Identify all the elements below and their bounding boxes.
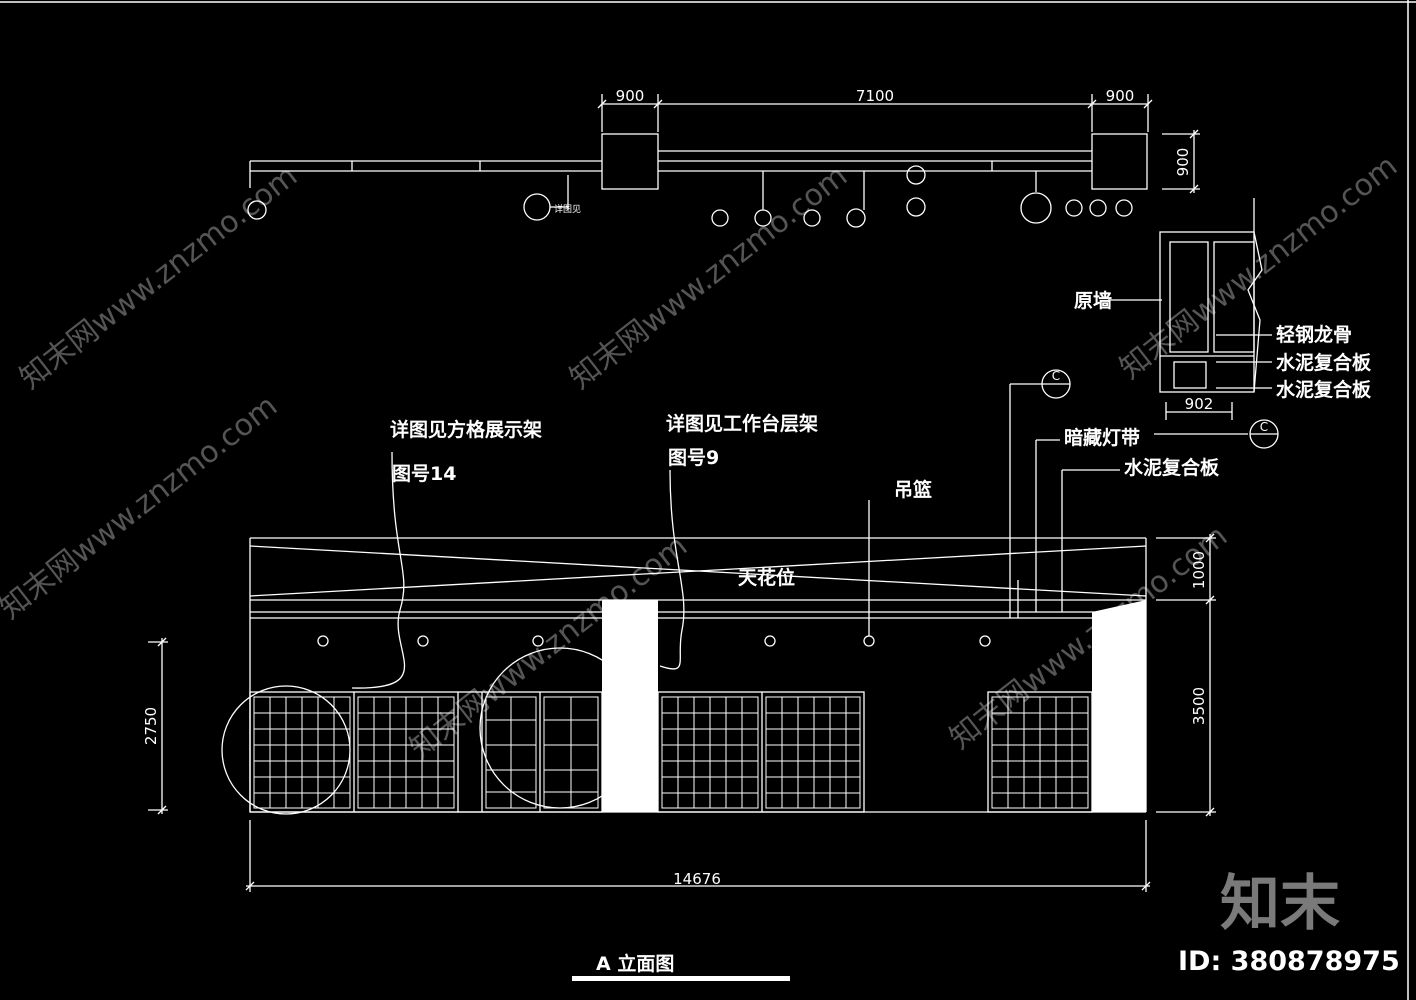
label-cement-board-2: 水泥复合板 [1276,378,1372,401]
elevation-view [148,369,1216,892]
elevation-labels: 详图见方格展示架 图号14 详图见工作台层架 图号9 吊篮 天花位 暗藏灯带 水… [142,369,1220,888]
note-workbench-shelf: 详图见工作台层架 [666,412,818,435]
section-width-dim: 902 [1185,395,1214,413]
plan-dim-left: 900 [616,87,645,105]
note-display-rack: 详图见方格展示架 [390,418,542,441]
label-cement-board-1: 水泥复合板 [1276,351,1372,374]
plan-view [247,94,1200,228]
section-labels: 原墙 轻钢龙骨 水泥复合板 水泥复合板 902 C [1074,289,1372,434]
title-text: A 立面图 [596,952,674,975]
watermark-text: 知末网www.znzmo.com [563,158,854,396]
note-hanging-basket: 吊篮 [894,478,932,501]
note-workbench-shelf-ref: 图号9 [668,447,719,469]
watermark-text: 知末网www.znzmo.com [13,158,304,396]
watermark-text: 知末网www.znzmo.com [1113,148,1404,386]
note-hidden-led: 暗藏灯带 [1064,426,1140,449]
shelf-grids [253,696,1089,809]
watermark-text: 知末网www.znzmo.com [0,388,284,626]
brand-watermark: 知末 ID: 380878975 [1178,869,1400,977]
section-detail [1108,198,1279,449]
dim-left-height: 2750 [142,707,160,745]
plan-dim-middle: 7100 [856,87,894,105]
note-cement-board: 水泥复合板 [1124,456,1220,479]
dim-total-width: 14676 [673,870,721,888]
dim-ceiling-height: 1000 [1190,551,1208,589]
elevation-columns [602,600,1146,812]
image-id: ID: 380878975 [1178,946,1400,977]
note-display-rack-ref: 图号14 [392,463,456,485]
plan-dim-right: 900 [1106,87,1135,105]
label-steel-keel: 轻钢龙骨 [1276,323,1352,346]
drawing-title: A 立面图 [572,952,790,981]
label-original-wall: 原墙 [1074,289,1112,312]
elevation-marker: C [1052,369,1060,383]
brand-logo-text: 知末 [1220,869,1340,939]
dim-main-height: 3500 [1190,687,1208,725]
plan-dimensions: 900 7100 900 900 详图见 [554,87,1192,215]
section-marker: C [1260,420,1268,434]
note-ceiling: 天花位 [738,566,795,589]
plan-small-label: 详图见 [554,203,581,215]
plan-dim-depth: 900 [1174,148,1192,177]
